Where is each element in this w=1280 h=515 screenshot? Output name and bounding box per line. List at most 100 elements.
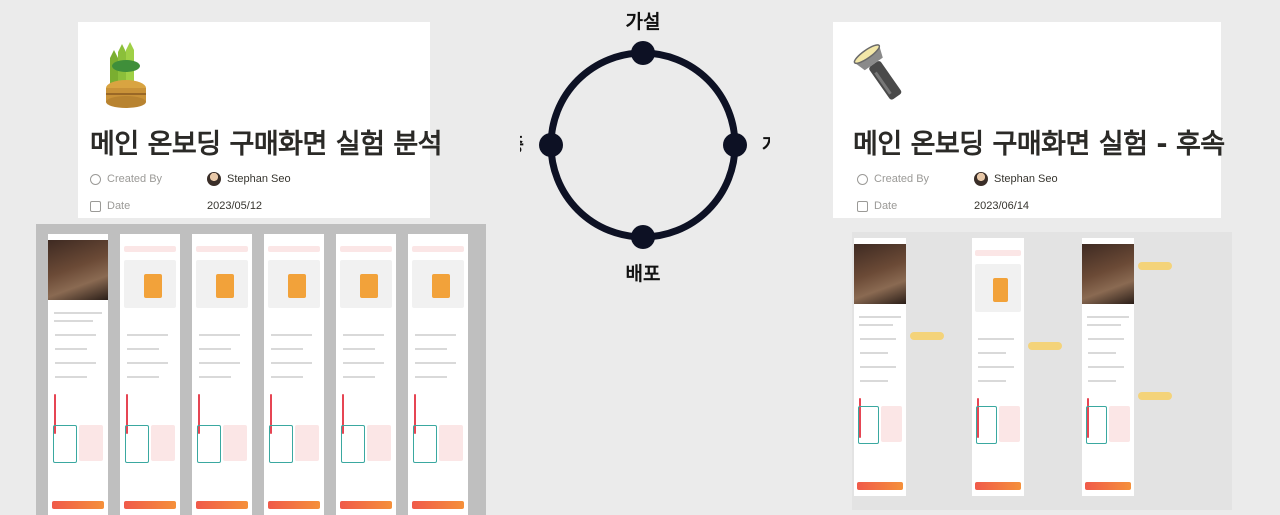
annotation-note <box>1028 342 1062 350</box>
text-line <box>55 334 96 336</box>
hero-photo <box>48 240 108 300</box>
text-line <box>415 348 447 350</box>
property-value[interactable]: Stephan Seo <box>974 172 1058 186</box>
text-line <box>860 338 896 340</box>
cycle-node-right <box>723 133 747 157</box>
cycle-label-verify: 검증 <box>520 134 524 156</box>
right-page-card[interactable]: 메인 온보딩 구매화면 실험 - 후속 Created By Stephan S… <box>833 22 1225 218</box>
cta-button <box>411 501 465 509</box>
plan-option <box>367 425 392 461</box>
plan-option <box>999 406 1020 442</box>
text-line <box>859 324 893 326</box>
text-line <box>978 352 1006 354</box>
page-title: 메인 온보딩 구매화면 실험 - 후속 <box>853 129 1225 160</box>
text-line <box>415 334 456 336</box>
text-line <box>271 334 312 336</box>
text-line <box>271 362 312 364</box>
plan-option <box>976 406 997 444</box>
headline-block <box>975 250 1021 256</box>
property-label: Created By <box>874 173 930 185</box>
text-line <box>859 316 901 318</box>
property-label: Date <box>107 200 131 212</box>
plan-option <box>196 425 221 463</box>
avatar <box>974 172 988 186</box>
text-line <box>54 312 102 314</box>
text-line <box>199 376 231 378</box>
plan-option <box>295 425 320 461</box>
plan-option <box>439 425 464 461</box>
flashlight-icon <box>853 44 902 100</box>
phone-screen-thumbnail <box>854 238 906 496</box>
timeline-bar <box>859 398 862 438</box>
timeline-bar <box>126 394 128 434</box>
property-label: Date <box>874 200 898 212</box>
page-title: 메인 온보딩 구매화면 실험 분석 <box>90 129 443 160</box>
text-line <box>415 362 456 364</box>
timeline-bar <box>54 394 56 434</box>
plan-option <box>124 425 149 463</box>
property-value[interactable]: Stephan Seo <box>207 172 291 186</box>
property-value[interactable]: 2023/06/14 <box>974 200 1030 212</box>
created-by-property: Created By Stephan Seo <box>90 170 291 188</box>
calendar-icon <box>90 200 101 212</box>
text-line <box>343 348 375 350</box>
experiment-screenshots-right <box>852 232 1232 510</box>
cycle-node-left <box>539 133 563 157</box>
timeline-bar <box>1087 398 1090 438</box>
text-line <box>860 366 896 368</box>
phone-screen-thumbnail <box>972 238 1024 496</box>
text-line <box>127 348 159 350</box>
text-line <box>271 376 303 378</box>
property-value[interactable]: 2023/05/12 <box>207 200 263 212</box>
author-name: Stephan Seo <box>227 173 291 185</box>
text-line <box>860 380 888 382</box>
plan-option <box>223 425 248 461</box>
plan-option <box>340 425 365 463</box>
plan-option <box>1109 406 1130 442</box>
text-line <box>978 366 1014 368</box>
cta-button <box>123 501 177 509</box>
headline-block <box>195 246 249 252</box>
text-line <box>1088 352 1116 354</box>
phone-screen-thumbnail <box>1082 238 1134 496</box>
headline-block <box>411 246 465 252</box>
plan-option <box>52 425 77 463</box>
text-line <box>199 348 231 350</box>
timeline-bar <box>270 394 272 434</box>
plan-option <box>268 425 293 463</box>
cycle-label-hypothesis: 가설 <box>626 11 661 33</box>
cta-button <box>975 482 1021 490</box>
left-page-card[interactable]: 메인 온보딩 구매화면 실험 분석 Created By Stephan Seo… <box>78 22 443 218</box>
illustration-accent <box>216 274 234 298</box>
plan-option <box>881 406 902 442</box>
plan-option <box>1086 406 1107 444</box>
annotation-note <box>1138 392 1172 400</box>
timeline-bar <box>414 394 416 434</box>
text-line <box>55 348 87 350</box>
phone-screen-thumbnail <box>408 234 468 515</box>
user-circle-icon <box>857 173 868 185</box>
timeline-bar <box>342 394 344 434</box>
text-line <box>415 376 447 378</box>
text-line <box>127 362 168 364</box>
phone-screen-thumbnail <box>120 234 180 515</box>
text-line <box>1088 380 1116 382</box>
text-line <box>271 348 303 350</box>
kadomatsu-icon <box>106 42 146 108</box>
phone-screen-thumbnail <box>336 234 396 515</box>
text-line <box>978 338 1014 340</box>
cycle-node-top <box>631 41 655 65</box>
text-line <box>55 376 87 378</box>
annotation-note <box>910 332 944 340</box>
text-line <box>1088 338 1124 340</box>
text-line <box>1087 316 1129 318</box>
cta-button <box>51 501 105 509</box>
calendar-icon <box>857 200 868 212</box>
plan-option <box>151 425 176 461</box>
text-line <box>343 362 384 364</box>
illustration-accent <box>432 274 450 298</box>
cta-button <box>339 501 393 509</box>
cta-button <box>195 501 249 509</box>
plan-option <box>412 425 437 463</box>
cycle-label-deploy: 배포 <box>626 263 661 285</box>
